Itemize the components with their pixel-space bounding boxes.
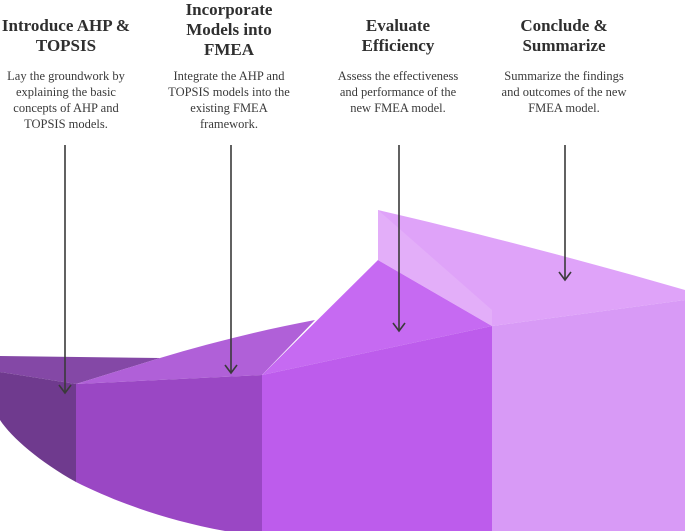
step-conclude: Conclude & Summarize Summarize the findi… (500, 16, 628, 116)
segment-conclude (378, 210, 685, 531)
step-introduce: Introduce AHP & TOPSIS Lay the groundwor… (0, 16, 132, 132)
arrow-introduce (58, 145, 72, 395)
step-incorporate: Incorporate Models into FMEA Integrate t… (166, 0, 292, 132)
step-evaluate: Evaluate Efficiency Assess the effective… (335, 16, 461, 116)
step-description: Lay the groundwork by explaining the bas… (7, 69, 125, 131)
step-title: Evaluate Efficiency (361, 16, 435, 55)
step-title: Incorporate Models into FMEA (185, 0, 273, 59)
step-description: Assess the effectiveness and performance… (337, 69, 459, 115)
arrow-evaluate (392, 145, 406, 333)
step-description: Integrate the AHP and TOPSIS models into… (168, 69, 290, 131)
step-title: Introduce AHP & TOPSIS (1, 16, 131, 55)
segment-incorporate (76, 320, 315, 531)
segment-evaluate (262, 260, 492, 531)
step-title: Conclude & Summarize (520, 16, 608, 55)
step-description: Summarize the findings and outcomes of t… (501, 69, 627, 115)
arrow-incorporate (224, 145, 238, 375)
arrow-conclude (558, 145, 572, 282)
segment-introduce (0, 356, 160, 482)
